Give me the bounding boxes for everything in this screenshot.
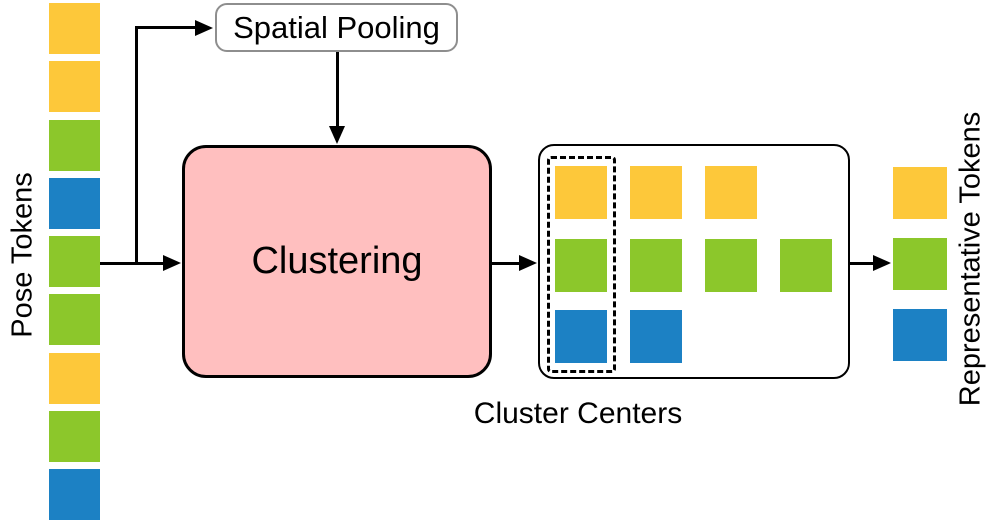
arrow-pooling-down-head-icon bbox=[329, 126, 345, 144]
arrow-to-pooling-line bbox=[134, 26, 197, 29]
arrow-to-centers-head-icon bbox=[519, 255, 537, 271]
pose-token-green bbox=[49, 294, 100, 346]
spatial-pooling-box: Spatial Pooling bbox=[215, 3, 458, 52]
pose-tokens-label: Pose Tokens bbox=[6, 172, 39, 338]
cluster-center-green bbox=[555, 239, 607, 292]
arrow-to-clustering-line bbox=[100, 261, 164, 265]
cluster-center-yellow bbox=[705, 166, 757, 219]
pose-token-green bbox=[49, 236, 100, 288]
pose-token-yellow bbox=[49, 352, 100, 404]
cluster-center-row-yellow bbox=[555, 166, 757, 219]
pose-token-yellow bbox=[49, 3, 100, 54]
representative-tokens-column bbox=[893, 167, 947, 361]
cluster-center-blue bbox=[555, 310, 607, 363]
pose-token-blue bbox=[49, 177, 100, 229]
cluster-centers-box bbox=[538, 144, 850, 379]
arrow-branch-vertical-line bbox=[134, 26, 138, 264]
arrow-to-pooling-head-icon bbox=[195, 19, 213, 36]
clustering-box: Clustering bbox=[182, 145, 492, 378]
cluster-center-row-green bbox=[555, 239, 832, 292]
cluster-center-row-blue bbox=[555, 310, 682, 363]
arrow-to-clustering-head-icon bbox=[163, 255, 181, 271]
representative-token-green bbox=[893, 238, 947, 290]
selected-centers-dashed-box bbox=[547, 156, 616, 373]
pose-token-yellow bbox=[49, 61, 100, 113]
pose-token-green bbox=[49, 411, 100, 463]
arrow-pooling-down-line bbox=[335, 52, 339, 127]
representative-tokens-label: Representative Tokens bbox=[954, 111, 987, 407]
arrow-to-centers-line bbox=[492, 261, 520, 265]
cluster-center-blue bbox=[630, 310, 682, 363]
arrow-to-representative-head-icon bbox=[873, 255, 891, 271]
cluster-center-green bbox=[630, 239, 682, 292]
cluster-center-green bbox=[705, 239, 757, 292]
arrow-to-representative-line bbox=[850, 261, 874, 265]
cluster-center-green bbox=[780, 239, 832, 292]
representative-token-blue bbox=[893, 309, 947, 361]
pose-token-blue bbox=[49, 469, 100, 521]
spatial-pooling-label: Spatial Pooling bbox=[233, 9, 440, 45]
pose-token-green bbox=[49, 119, 100, 171]
pose-tokens-column bbox=[49, 3, 100, 521]
cluster-center-yellow bbox=[555, 166, 607, 219]
clustering-label: Clustering bbox=[251, 240, 423, 282]
representative-token-yellow bbox=[893, 167, 947, 219]
cluster-centers-label: Cluster Centers bbox=[473, 397, 683, 430]
cluster-center-yellow bbox=[630, 166, 682, 219]
